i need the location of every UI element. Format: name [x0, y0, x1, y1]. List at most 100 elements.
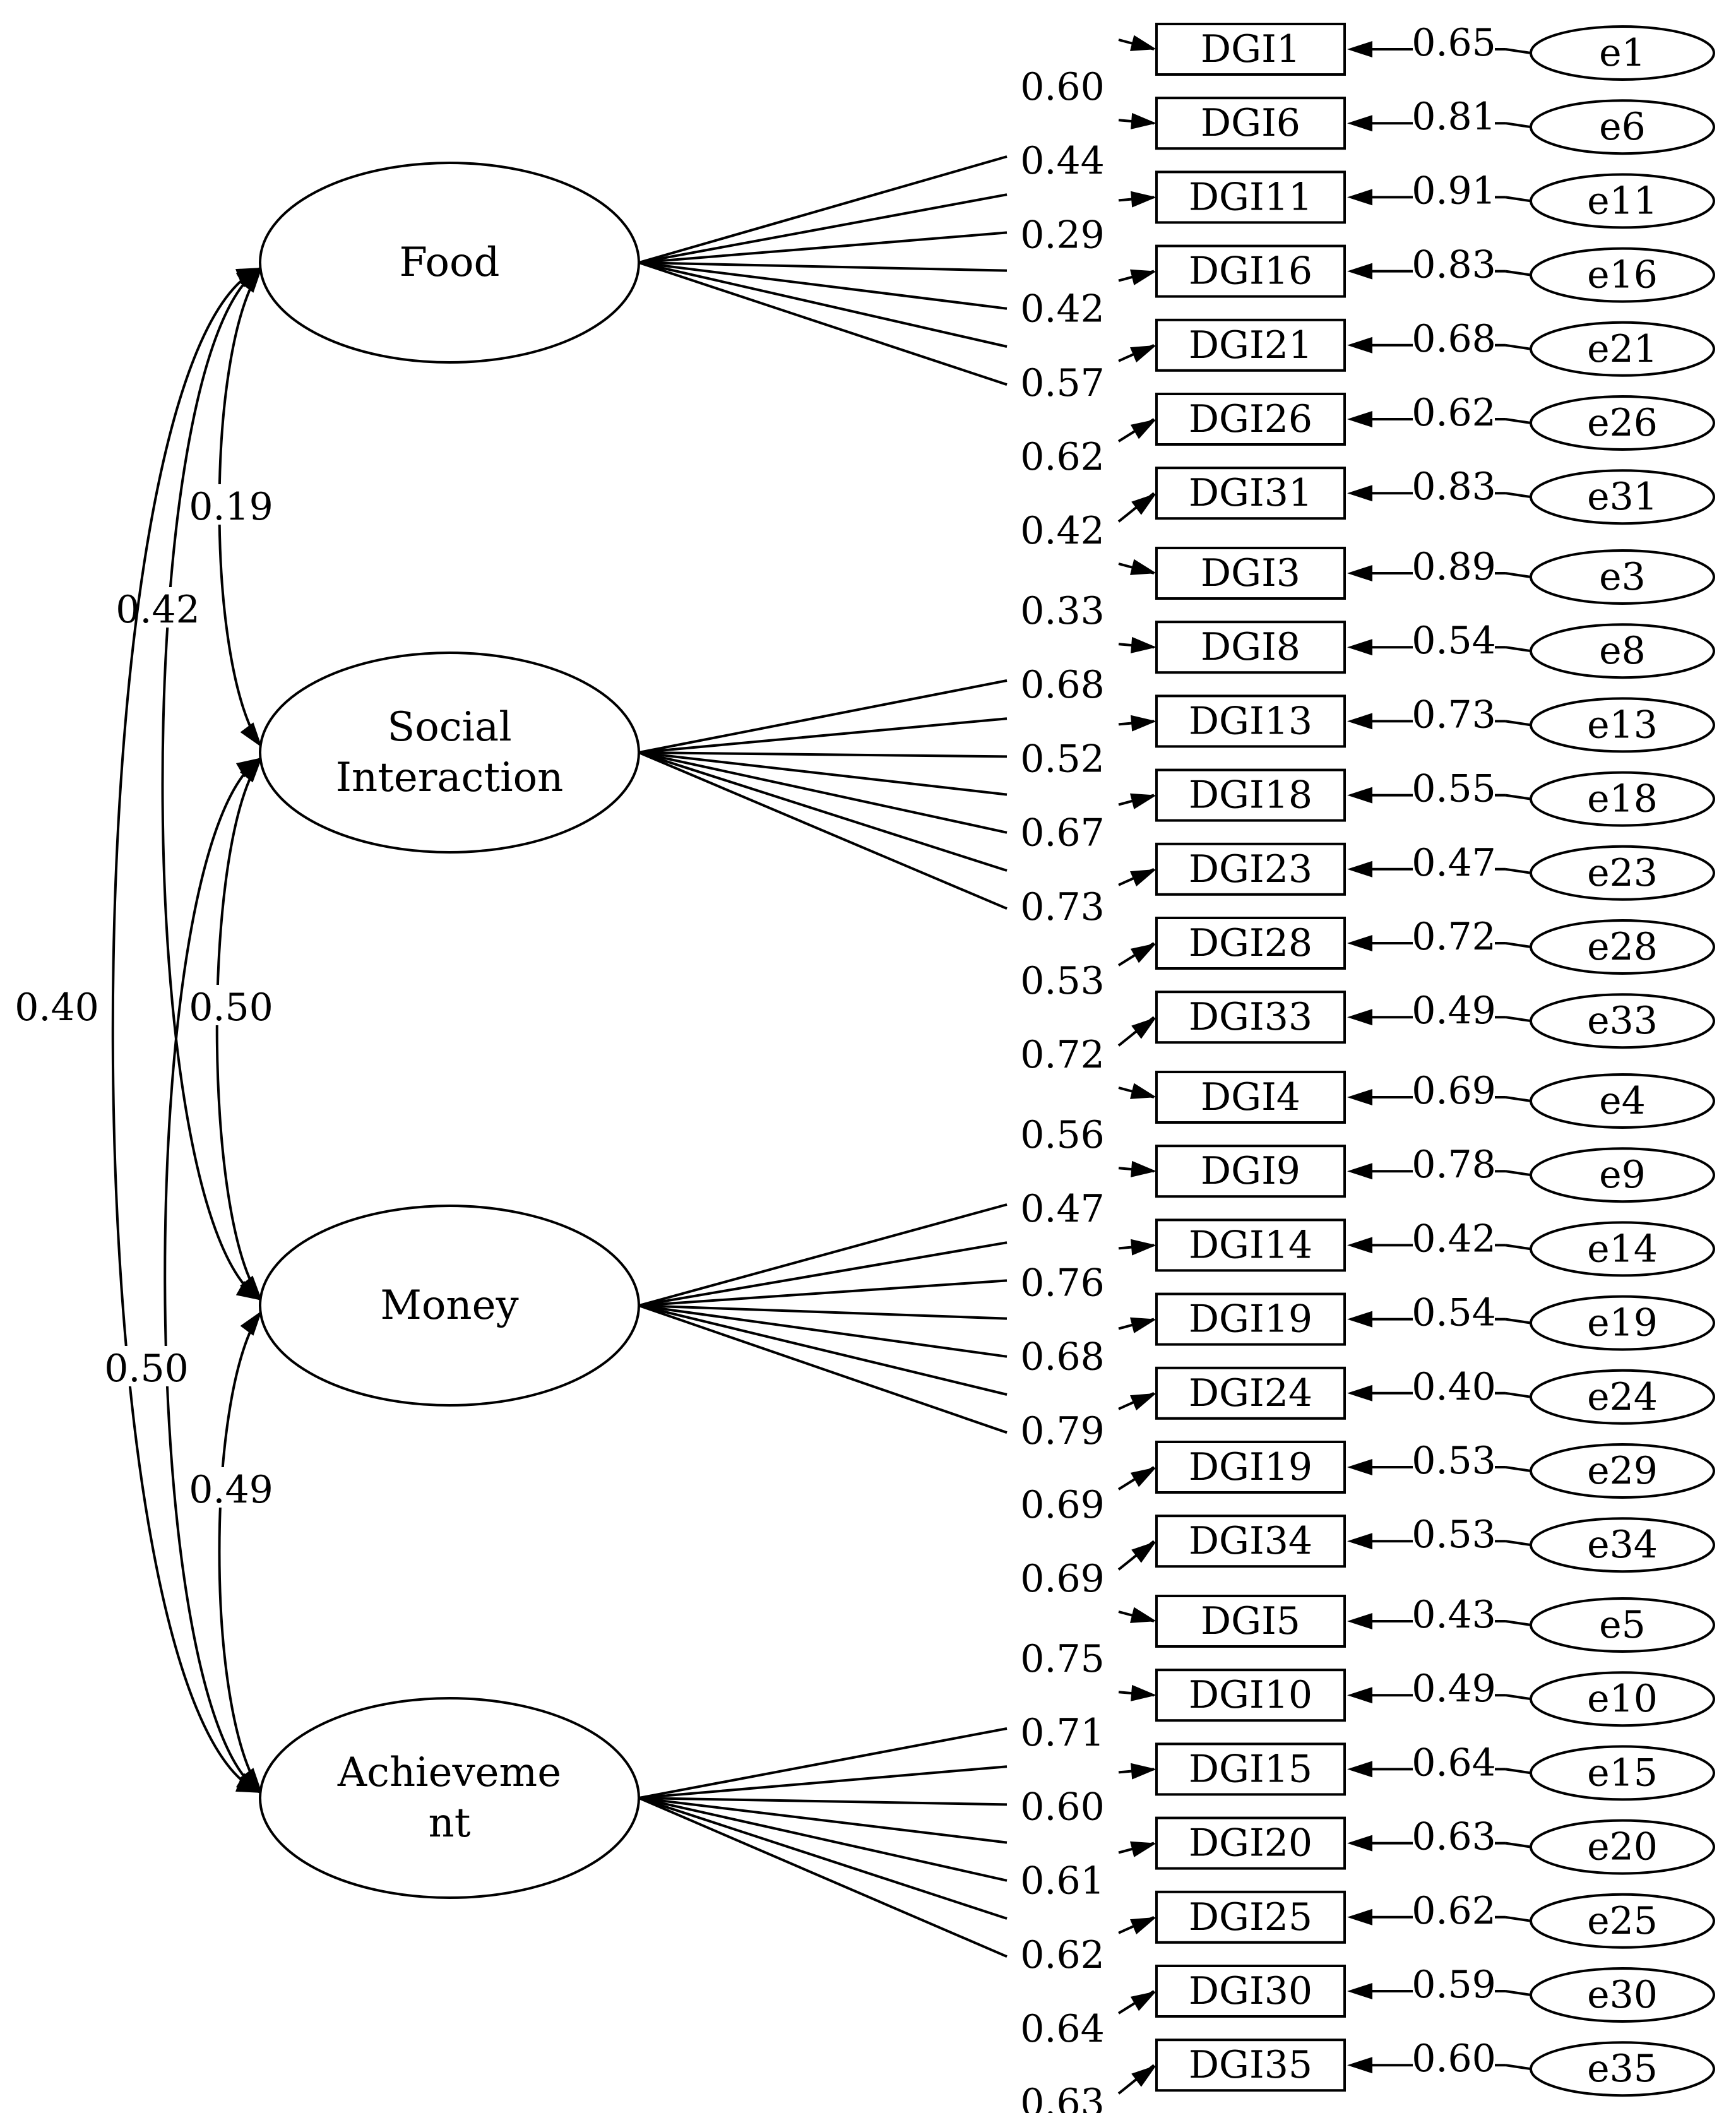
indicator-label: DGI6	[1201, 101, 1300, 145]
loading-value: 0.75	[1020, 1637, 1105, 1681]
error-connector	[1505, 1096, 1531, 1102]
loading-value: 0.68	[1020, 663, 1105, 707]
error-variance-value: 0.49	[1412, 989, 1496, 1033]
indicator-label: DGI18	[1189, 773, 1312, 818]
correlation-value-backdrop	[107, 1346, 186, 1386]
error-connector	[1505, 1540, 1531, 1547]
error-arrowhead	[1347, 485, 1372, 502]
error-variance-value: 0.78	[1412, 1143, 1496, 1187]
latent-ellipse	[259, 162, 640, 364]
error-variance-value: 0.43	[1412, 1593, 1496, 1637]
correlation-value-backdrop	[192, 1467, 270, 1508]
loading-value: 0.57	[1020, 361, 1105, 405]
error-variance-value: 0.42	[1412, 1217, 1496, 1261]
error-ellipse	[1530, 919, 1715, 975]
error-arrowhead	[1347, 1835, 1372, 1852]
error-value-backdrop	[1413, 1516, 1495, 1554]
loading-value: 0.60	[1020, 65, 1105, 109]
error-label: e3	[1599, 555, 1646, 599]
correlation-value-backdrop	[192, 985, 270, 1025]
indicator-box	[1155, 1742, 1346, 1796]
error-variance-value: 0.60	[1412, 2037, 1496, 2081]
indicator-box	[1155, 97, 1346, 150]
error-ellipse	[1530, 99, 1715, 155]
correlation-curve	[111, 266, 263, 1794]
error-ellipse	[1530, 1073, 1715, 1129]
error-arrowhead	[1347, 1237, 1372, 1254]
error-variance-value: 0.53	[1412, 1439, 1496, 1483]
indicator-box	[1155, 318, 1346, 372]
loading-arrowhead	[1131, 2065, 1156, 2087]
correlation-value: 0.50	[189, 985, 273, 1030]
error-label: e15	[1587, 1751, 1658, 1795]
loading-arrowhead	[1131, 493, 1156, 515]
indicator-box	[1155, 1890, 1346, 1944]
loading-line	[638, 1304, 1008, 1320]
indicator-box	[1155, 547, 1346, 600]
error-value-backdrop	[1413, 548, 1495, 586]
loading-arrowhead	[1130, 1467, 1156, 1487]
error-arrowhead	[1347, 336, 1372, 354]
error-value-backdrop	[1413, 246, 1495, 284]
loading-value: 0.73	[1020, 885, 1105, 929]
error-ellipse	[1530, 623, 1715, 679]
error-ellipse	[1530, 1819, 1715, 1875]
error-variance-value: 0.55	[1412, 767, 1496, 811]
error-value-backdrop	[1413, 1744, 1495, 1782]
correlation-curve	[161, 266, 263, 1302]
correlation-value: 0.42	[116, 588, 200, 632]
error-value-backdrop	[1413, 1966, 1495, 2004]
error-label: e10	[1587, 1677, 1658, 1721]
error-value-backdrop	[1413, 172, 1495, 210]
indicator-label: DGI33	[1189, 995, 1312, 1039]
error-ellipse	[1530, 25, 1715, 81]
loading-value: 0.42	[1020, 287, 1105, 331]
correlation-arrowhead	[239, 1275, 262, 1301]
error-variance-value: 0.83	[1412, 243, 1496, 287]
error-value-backdrop	[1413, 1818, 1495, 1856]
error-label: e33	[1587, 999, 1658, 1043]
latent-label: nt	[429, 1800, 471, 1847]
indicator-label: DGI5	[1201, 1599, 1300, 1643]
loading-value: 0.69	[1020, 1557, 1105, 1601]
error-value-backdrop	[1413, 468, 1495, 506]
error-variance-value: 0.83	[1412, 465, 1496, 509]
error-ellipse	[1530, 549, 1715, 605]
error-arrowhead	[1347, 639, 1372, 656]
correlation-curve	[215, 756, 263, 1302]
indicator-label: DGI28	[1189, 921, 1312, 965]
correlation-arrowhead	[240, 268, 262, 293]
loading-arrowhead	[1130, 1393, 1156, 1411]
loading-line	[638, 1203, 1008, 1307]
latent-ellipse	[259, 1205, 640, 1407]
indicator-label: DGI14	[1189, 1223, 1312, 1267]
indicator-label: DGI25	[1189, 1895, 1312, 1939]
error-value-backdrop	[1413, 24, 1495, 62]
error-label: e9	[1599, 1153, 1646, 1197]
loading-arrowhead	[1131, 191, 1156, 208]
latent-ellipse	[259, 1697, 640, 1899]
loading-arrowhead	[1131, 1541, 1156, 1563]
loading-arrowhead	[1130, 269, 1156, 285]
indicator-box	[1155, 1218, 1346, 1272]
loading-line	[638, 261, 1008, 386]
error-value-backdrop	[1413, 843, 1495, 882]
loading-line	[638, 231, 1008, 264]
indicator-box	[1155, 1366, 1346, 1420]
error-connector	[1505, 492, 1531, 499]
loading-value: 0.56	[1020, 1113, 1105, 1157]
error-connector	[1505, 1990, 1531, 1996]
indicator-box	[1155, 1965, 1346, 2018]
loading-layer: 0.600.440.290.420.570.620.420.330.680.52…	[638, 35, 1156, 2113]
error-value-backdrop	[1413, 394, 1495, 432]
error-connector	[1505, 343, 1531, 350]
loading-arrowhead	[1131, 1763, 1156, 1780]
error-connector	[1505, 418, 1531, 424]
loading-value: 0.63	[1020, 2081, 1105, 2113]
error-ellipse	[1530, 1517, 1715, 1573]
indicator-label: DGI26	[1189, 397, 1312, 441]
loading-value: 0.44	[1020, 139, 1105, 183]
indicator-box	[1155, 917, 1346, 970]
error-arrowhead	[1347, 411, 1372, 427]
